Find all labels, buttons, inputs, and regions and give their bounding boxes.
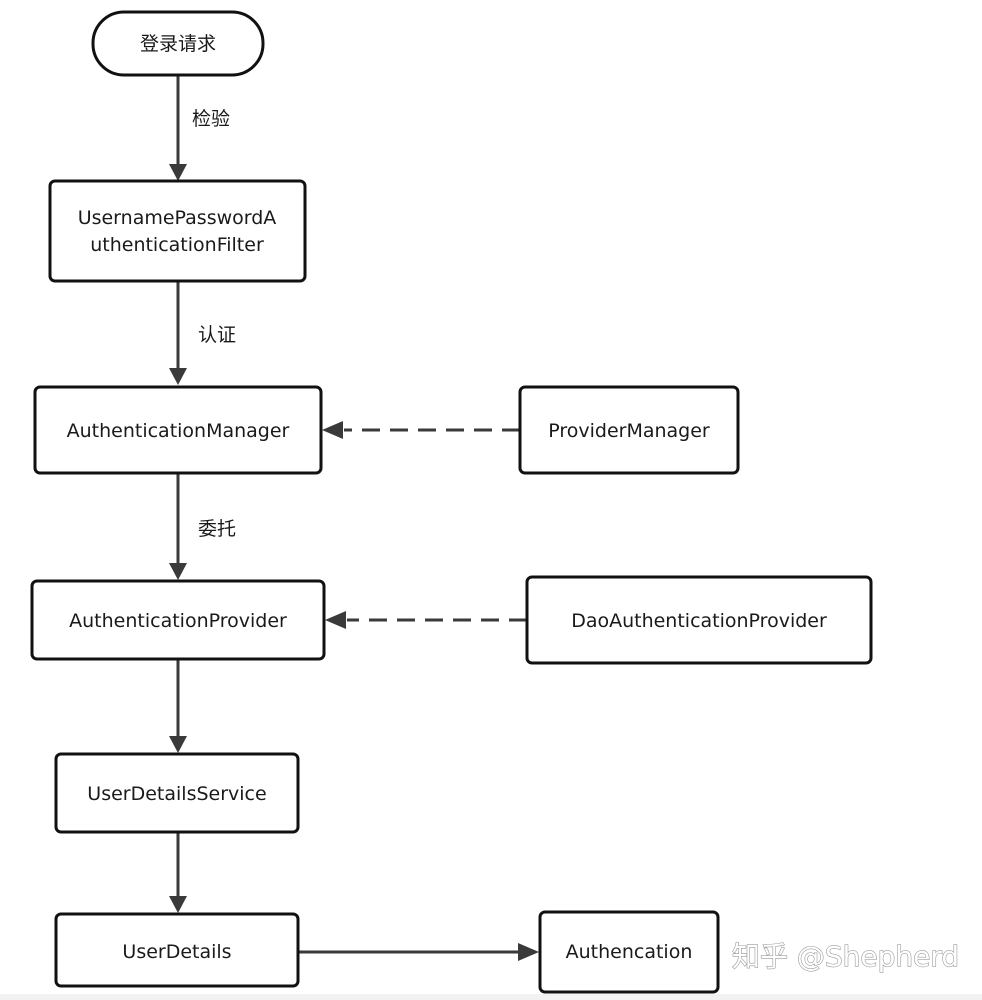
edge-login-to-filter [169, 76, 187, 181]
node-user-details: UserDetails [54, 912, 300, 988]
bottom-strip [0, 994, 982, 1000]
node-user-details-service: UserDetailsService [54, 752, 300, 834]
node-login-request-label: 登录请求 [140, 33, 216, 55]
node-dao-authentication-provider: DaoAuthenticationProvider [525, 575, 873, 665]
node-authentication-provider: AuthenticationProvider [30, 579, 326, 661]
node-user-details-service-label: UserDetailsService [87, 783, 266, 805]
edge-label-authenticate: 认证 [198, 324, 236, 346]
edge-providermanager-to-manager [322, 421, 520, 439]
node-authencation: Authencation [538, 910, 720, 994]
node-provider-manager: ProviderManager [518, 385, 740, 475]
node-user-details-label: UserDetails [122, 941, 231, 963]
edge-userdetails-to-authencation [298, 943, 539, 961]
node-username-password-filter-label-line1: UsernamePasswordA [78, 207, 277, 229]
node-provider-manager-label: ProviderManager [548, 420, 710, 442]
edge-dao-to-provider [325, 611, 527, 629]
edge-userdetailsservice-to-userdetails [169, 833, 187, 913]
node-username-password-filter: UsernamePasswordA uthenticationFilter [48, 179, 307, 283]
edge-label-check: 检验 [192, 108, 230, 130]
edge-filter-to-manager [169, 282, 187, 385]
node-username-password-filter-label-line2: uthenticationFilter [90, 234, 264, 256]
zhihu-watermark: 知乎 @Shepherd [732, 940, 959, 973]
edge-label-delegate: 委托 [198, 518, 236, 540]
edge-manager-to-provider [169, 474, 187, 580]
node-login-request: 登录请求 [91, 10, 265, 77]
node-authentication-manager-label: AuthenticationManager [67, 420, 290, 442]
node-authentication-manager: AuthenticationManager [33, 385, 323, 475]
node-authencation-label: Authencation [566, 941, 693, 963]
node-authentication-provider-label: AuthenticationProvider [69, 610, 287, 632]
node-dao-authentication-provider-label: DaoAuthenticationProvider [571, 610, 827, 632]
edge-provider-to-userdetailsservice [169, 660, 187, 753]
